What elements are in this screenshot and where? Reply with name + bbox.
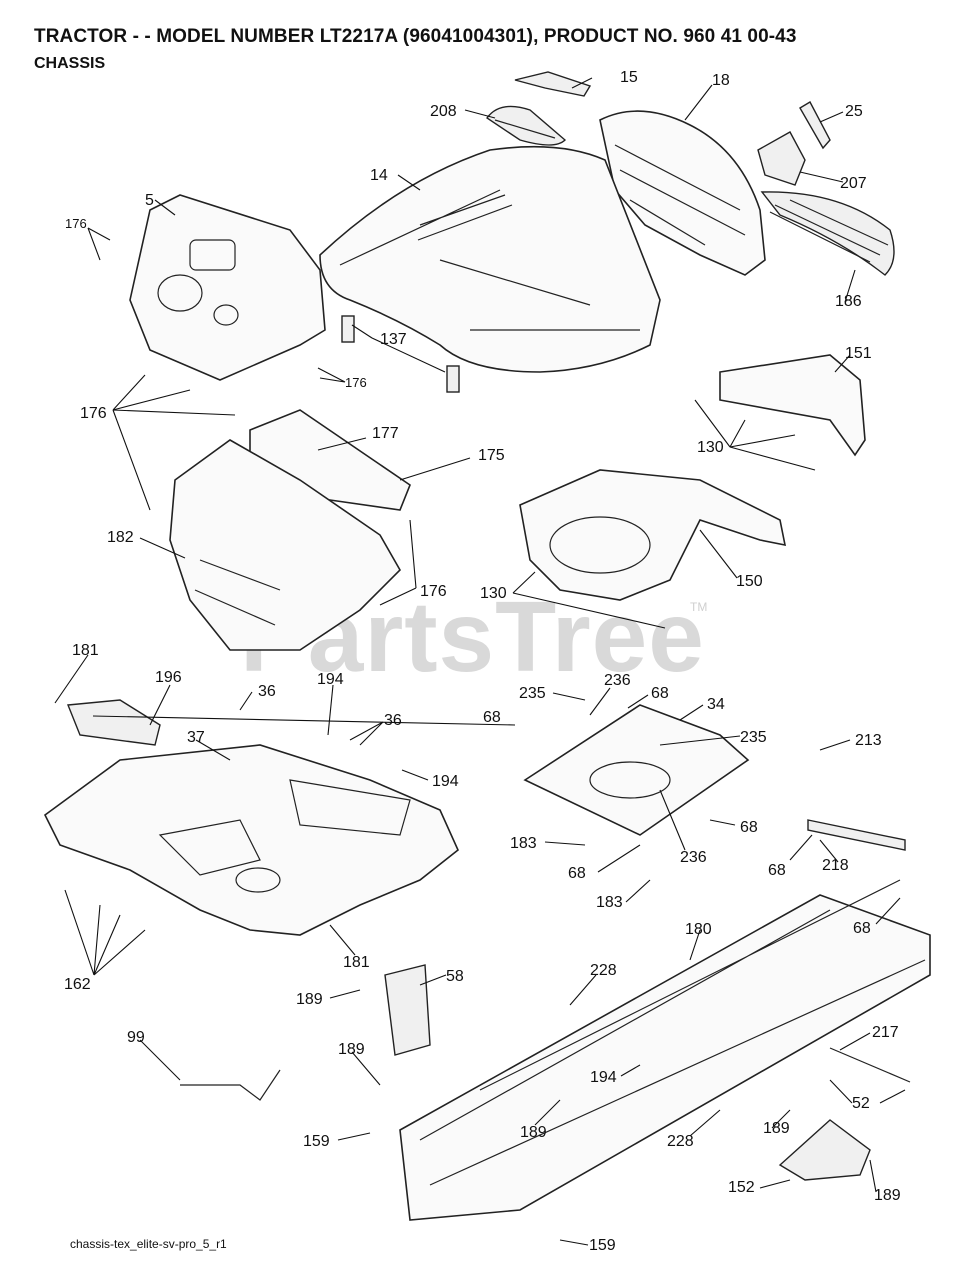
part-18-grille-frame xyxy=(599,110,766,276)
callout-label: 189 xyxy=(296,991,323,1008)
callout-label: 34 xyxy=(707,696,725,713)
callout-label: 99 xyxy=(127,1029,145,1046)
page-subtitle: CHASSIS xyxy=(34,55,106,72)
callout-label: 68 xyxy=(768,862,786,879)
callout-label: 175 xyxy=(478,447,505,464)
callout-label: 14 xyxy=(370,167,388,184)
callout-label: 5 xyxy=(145,192,154,209)
callout-label: 176 xyxy=(80,405,107,422)
leader-lines xyxy=(54,77,906,1246)
callout-label: 68 xyxy=(483,709,501,726)
callout-label: 207 xyxy=(840,175,867,192)
part-152-skid xyxy=(778,1119,871,1181)
callout-label: 130 xyxy=(480,585,507,602)
part-180-frame xyxy=(399,879,931,1221)
callout-label: 176 xyxy=(345,375,367,390)
callout-label: 228 xyxy=(590,962,617,979)
callout-label: 196 xyxy=(155,669,182,686)
callout-label: 236 xyxy=(680,849,707,866)
callout-label: 189 xyxy=(763,1120,790,1137)
callout-label: 36 xyxy=(384,712,402,729)
callout-label: 52 xyxy=(852,1095,870,1112)
page-title: TRACTOR - - MODEL NUMBER LT2217A (960410… xyxy=(34,26,797,47)
callout-label: 235 xyxy=(519,685,546,702)
callout-labels: 15 18 208 25 14 207 5 176 186 137 176 15… xyxy=(64,69,901,1254)
part-15-headlight-lens xyxy=(514,71,592,97)
callout-label: 194 xyxy=(317,671,344,688)
callout-label: 130 xyxy=(697,439,724,456)
callout-label: 236 xyxy=(604,672,631,689)
callout-label: 235 xyxy=(740,729,767,746)
drawing-id: chassis-tex_elite-sv-pro_5_r1 xyxy=(70,1237,227,1251)
part-37-footrest-panel xyxy=(43,744,459,936)
callout-label: 68 xyxy=(651,685,669,702)
part-218-axle-bracket xyxy=(807,819,906,851)
callout-label: 183 xyxy=(596,894,623,911)
callout-label: 189 xyxy=(520,1124,547,1141)
callout-label: 68 xyxy=(853,920,871,937)
callout-label: 189 xyxy=(874,1187,901,1204)
callout-label: 25 xyxy=(845,103,863,120)
part-150-hood-support xyxy=(519,469,787,601)
callout-label: 159 xyxy=(589,1237,616,1254)
callout-label: 181 xyxy=(343,954,370,971)
callout-label: 176 xyxy=(420,583,447,600)
part-99-rod xyxy=(180,1069,281,1101)
callout-label: 68 xyxy=(740,819,758,836)
callout-label: 177 xyxy=(372,425,399,442)
callout-label: 182 xyxy=(107,529,134,546)
callout-label: 217 xyxy=(872,1024,899,1041)
part-137-bumper xyxy=(341,315,460,393)
part-217-rod xyxy=(829,1047,911,1083)
callout-label: 186 xyxy=(835,293,862,310)
callout-label: 18 xyxy=(712,72,730,89)
callout-label: 183 xyxy=(510,835,537,852)
watermark-trademark: TM xyxy=(690,600,708,614)
callout-label: 37 xyxy=(187,729,205,746)
part-5-dash-panel xyxy=(129,194,326,381)
callout-label: 189 xyxy=(338,1041,365,1058)
part-34-plate xyxy=(523,704,750,836)
callout-label: 194 xyxy=(432,773,459,790)
callout-label: 213 xyxy=(855,732,882,749)
part-58-bracket xyxy=(384,964,431,1056)
callout-label: 151 xyxy=(845,345,872,362)
callout-label: 159 xyxy=(303,1133,330,1150)
callout-label: 152 xyxy=(728,1179,755,1196)
callout-label: 176 xyxy=(65,216,87,231)
callout-label: 180 xyxy=(685,921,712,938)
part-196-cover xyxy=(67,699,161,746)
callout-label: 228 xyxy=(667,1133,694,1150)
callout-label: 181 xyxy=(72,642,99,659)
callout-label: 208 xyxy=(430,103,457,120)
callout-label: 15 xyxy=(620,69,638,86)
part-182-dash-support xyxy=(169,439,401,651)
part-208-headlight xyxy=(486,105,567,146)
callout-label: 162 xyxy=(64,976,91,993)
callout-label: 36 xyxy=(258,683,276,700)
callout-label: 218 xyxy=(822,857,849,874)
callout-label: 68 xyxy=(568,865,586,882)
part-207-bracket xyxy=(757,131,806,186)
part-14-hood xyxy=(319,145,661,373)
callout-label: 150 xyxy=(736,573,763,590)
part-151-bracket xyxy=(719,354,866,457)
callout-label: 137 xyxy=(380,331,407,348)
part-25-clip xyxy=(799,101,831,150)
callout-label: 58 xyxy=(446,968,464,985)
callout-label: 194 xyxy=(590,1069,617,1086)
part-186-grille-screen xyxy=(760,191,895,276)
